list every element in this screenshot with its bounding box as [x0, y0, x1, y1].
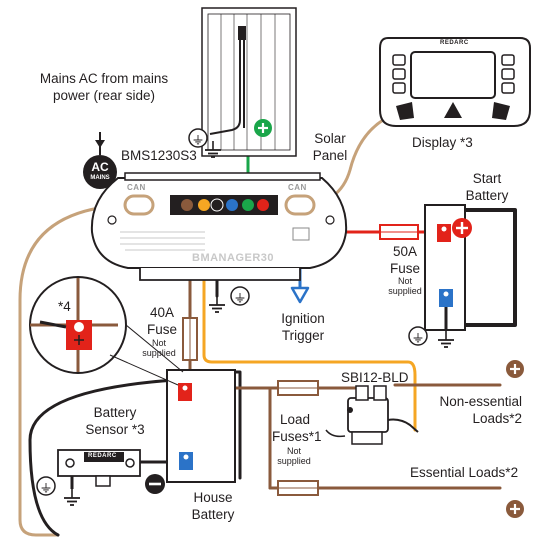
- ac-badge-bottom: MAINS: [90, 175, 110, 181]
- ground-icon: [188, 128, 208, 148]
- fuse-40a-label: 40A Fuse: [146, 305, 177, 337]
- essential-loads-label: Essential Loads*2: [410, 465, 519, 480]
- terminal-callout: [29, 276, 184, 386]
- house-battery: [166, 369, 236, 483]
- display-unit: [379, 37, 531, 127]
- mains-ac-label: Mains AC from mains power (rear side): [39, 71, 169, 103]
- positive-icon: [254, 119, 272, 137]
- display-label: Display *3: [412, 135, 473, 150]
- house-battery-loop: [28, 378, 177, 537]
- bms-unit: [90, 172, 348, 281]
- bms-can-left-label: CAN: [127, 183, 146, 192]
- sbi-model-label: SBI12-BLD: [341, 370, 409, 385]
- ground-icon: [408, 326, 428, 346]
- fuse-50a-note: Not supplied: [388, 276, 422, 296]
- load-fuse-non-essential: [277, 380, 319, 396]
- sensor-brand: REDARC: [88, 453, 117, 459]
- negative-icon: [145, 474, 165, 494]
- ground-icon: [208, 295, 226, 313]
- start-battery-label: Start Battery: [465, 171, 509, 203]
- ac-badge-top: AC: [91, 160, 109, 174]
- ignition-arrow-icon: [290, 286, 310, 304]
- fuse-40a: [182, 317, 198, 361]
- positive-icon: [452, 218, 472, 238]
- start-battery-negative-loop: [453, 208, 517, 327]
- fuse-40a-note: Not supplied: [142, 338, 176, 358]
- load-fuses-note: Not supplied: [277, 446, 311, 466]
- solar-panel: [201, 7, 297, 157]
- can-wire-sensor: [18, 203, 139, 537]
- load-fuses-label: Load Fuses*1: [272, 412, 322, 444]
- non-essential-loads-label: Non-essential Loads*2: [439, 394, 522, 426]
- fuse-50a: [379, 224, 419, 240]
- bms-can-right-label: CAN: [288, 183, 307, 192]
- ground-icon: [437, 330, 455, 348]
- bms-brand-label: BMANAGER30: [192, 252, 275, 264]
- ground-icon: [230, 286, 250, 306]
- ignition-trigger-label: Ignition Trigger: [281, 311, 325, 343]
- ground-icon: [36, 476, 56, 496]
- positive-icon: [506, 500, 524, 518]
- bms-model-label: BMS1230S3: [121, 148, 197, 163]
- load-fuse-essential: [277, 480, 319, 496]
- fuse-50a-label: 50A Fuse: [389, 244, 420, 276]
- ground-icon: [63, 488, 81, 506]
- sbi-isolator: [325, 385, 419, 445]
- callout-ref-label: *4: [58, 299, 71, 314]
- solar-panel-label: Solar Panel: [312, 131, 348, 163]
- house-battery-label: House Battery: [191, 490, 235, 522]
- battery-sensor-label: Battery Sensor *3: [85, 405, 145, 437]
- positive-icon: [506, 360, 524, 378]
- display-brand: REDARC: [440, 40, 469, 46]
- battery-sensor: [57, 449, 141, 487]
- orange-wire: [202, 208, 417, 432]
- ac-mains-badge: [83, 132, 117, 189]
